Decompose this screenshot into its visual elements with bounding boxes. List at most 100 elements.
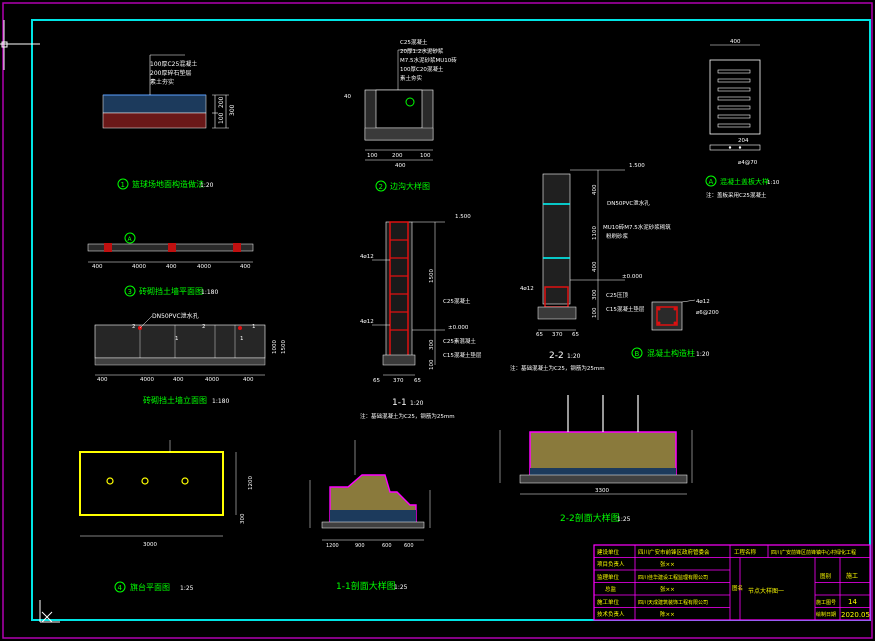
- v8-title: 混凝土盖板大样: [720, 177, 769, 186]
- v5-title: 旗台平面图: [130, 582, 170, 592]
- view-11-section-detail-2-2: 3300 2-2剖面大样图 1:25: [499, 395, 693, 524]
- v1-dim-2: 300: [229, 104, 236, 116]
- v3-dim-3: 4000: [197, 264, 211, 270]
- tb-row0-project-value: 四川广安前锋区前锋镇中心村绿化工程: [771, 549, 856, 556]
- tb-row0-value: 四川广安市前锋区政府管委会: [638, 548, 710, 556]
- v9-letter-circle: [631, 347, 643, 359]
- v5-scale: 1:25: [180, 585, 194, 592]
- view-8-cover-plate: 400 204 ⌀4@70 A 混凝土盖板大样 1:10 注：盖板采用C25混凝…: [705, 39, 780, 199]
- view-3-wall-plan: A 400 4000 400 4000 400 3 砖砌挡土墙平面图 1:180: [87, 232, 254, 297]
- v10-scale: 1:25: [394, 584, 408, 591]
- v1-scale: 1:20: [200, 182, 214, 189]
- view-4-wall-elevation: DN50PVC泄水孔 2 1 2 1 1 400 4000 400 4000 4…: [94, 312, 287, 405]
- tb-sheet-no-value: 施工: [846, 572, 858, 580]
- v5-width: 3000: [143, 542, 157, 548]
- view-10-section-detail-1-1: 1200 900 600 600 1-1剖面大样图 1:25: [309, 440, 431, 592]
- v4-height: 1000: [272, 340, 278, 354]
- v7-scale: 1:20: [567, 353, 581, 360]
- v9-scale: 1:20: [696, 351, 710, 358]
- v4-marker-3: 1: [240, 336, 244, 342]
- v6-label-0: C25混凝土: [443, 297, 471, 305]
- v8-side: 204: [738, 138, 749, 144]
- v3-title: 砖砌挡土墙平面图: [139, 286, 203, 296]
- v4-scale: 1:180: [212, 398, 229, 405]
- v11-scale: 1:25: [617, 516, 631, 523]
- drawing-frame: [31, 19, 871, 621]
- v7-dim-1: 1100: [592, 226, 598, 240]
- v4-dim-4: 400: [243, 377, 254, 383]
- v7-label-4: 粉刷砂浆: [606, 232, 629, 240]
- v2-dim-3: 400: [395, 163, 406, 169]
- v5-number: 4: [118, 584, 123, 592]
- tb-row4-label: 施工单位: [597, 598, 620, 606]
- tb-sheet-no-label: 图别: [820, 572, 831, 580]
- v3-number: 3: [128, 288, 132, 296]
- v6-dim-0: 1500: [429, 269, 435, 283]
- v6-base-0: 65: [373, 378, 380, 384]
- v3-dim-2: 400: [166, 264, 177, 270]
- view-5-flag-platform-plan: 3000 1200 300 4 旗台平面图 1:25: [79, 440, 254, 593]
- v6-dim-1: 300: [429, 339, 435, 350]
- tb-row0-label: 建设单位: [597, 548, 620, 556]
- v6-elev-top: 1.500: [455, 214, 471, 220]
- v4-marker-0: 2: [132, 324, 136, 330]
- v6-rebar-0: 4⌀12: [360, 254, 374, 260]
- v4-marker-1: 1: [175, 336, 179, 342]
- v1-dim-1: 100: [218, 112, 225, 124]
- v7-base-0: 65: [536, 332, 543, 338]
- v2-side: 40: [344, 94, 351, 100]
- v7-label-0: DN50PVC泄水孔: [607, 199, 650, 207]
- v2-layer-2: M7.5水泥砂浆MU10砖: [400, 56, 457, 64]
- v4-height2: 1500: [281, 340, 287, 354]
- v2-layer-4: 素土夯实: [400, 74, 423, 82]
- v2-dim-1: 200: [392, 153, 403, 159]
- v10-dim-3: 600: [404, 543, 414, 549]
- v7-dim-0: 400: [592, 184, 598, 195]
- v3-scale: 1:180: [201, 289, 218, 296]
- tb-row2-label: 监理单位: [597, 573, 620, 581]
- tb-row4-value: 四川天成建筑装饰工程有限公司: [638, 599, 708, 606]
- v2-layer-1: 20厚1:2水泥砂浆: [400, 47, 444, 55]
- view-1-pavement-section: 100厚C25混凝土 200厚碎石垫层 素土夯实 200 100 300 1 篮…: [102, 54, 236, 190]
- view-9-column: 4⌀12 ⌀6@200 B 混凝土构造柱 1:20: [631, 299, 719, 359]
- tb-row1-label: 项目负责人: [597, 560, 625, 568]
- v3-dim-4: 400: [240, 264, 251, 270]
- v1-dim-0: 200: [218, 96, 225, 108]
- v1-layer-2: 素土夯实: [150, 78, 174, 86]
- v3-number-circle: [124, 285, 136, 297]
- v10-title: 1-1剖面大样图: [336, 580, 396, 592]
- v7-dim-2: 400: [592, 261, 598, 272]
- tb-sheet-label: 图名: [732, 584, 743, 592]
- v1-title: 篮球场地面构造做法: [132, 179, 204, 189]
- title-block: 建设单位 四川广安市前锋区政府管委会 工程名称 四川广安前锋区前锋镇中心村绿化工…: [593, 544, 871, 621]
- tb-row5-label: 技术负责人: [597, 610, 625, 618]
- v6-note: 注：基础混凝土为C25，钢筋为25mm: [360, 412, 455, 420]
- view-6-section-1-1: 1.500 ±0.000 4⌀12 4⌀12 C25混凝土 C25素混凝土 C1…: [360, 214, 482, 420]
- tb-row3-label: 总监: [605, 585, 617, 593]
- v7-elev-mid: ±0.000: [622, 274, 643, 280]
- v3-dim-1: 4000: [132, 264, 146, 270]
- v9-letter: B: [635, 350, 640, 358]
- v2-dim-2: 100: [420, 153, 431, 159]
- tb-date-label: 绘制日期: [816, 611, 836, 618]
- v5-side: 300: [240, 513, 246, 524]
- v4-marker-4: 1: [252, 324, 256, 330]
- v2-number: 2: [379, 183, 383, 191]
- v1-number: 1: [121, 181, 125, 189]
- v6-label-2: C15混凝土垫层: [443, 351, 482, 359]
- v8-rebar: ⌀4@70: [738, 160, 758, 166]
- v10-dim-2: 600: [382, 543, 392, 549]
- v7-base-1: 370: [552, 332, 563, 338]
- v6-label-1: C25素混凝土: [443, 337, 476, 345]
- v11-dim-0: 3300: [595, 488, 609, 494]
- view-7-section-2-2: 1.500 ±0.000 DN50PVC泄水孔 MU10砖M7.5水泥砂浆砌筑 …: [510, 163, 671, 372]
- v7-title: 2-2: [549, 351, 564, 361]
- v7-rebar-0: 4⌀12: [520, 286, 534, 292]
- tb-row3-value: 张××: [660, 585, 675, 593]
- v9-rebar-0: 4⌀12: [696, 299, 710, 305]
- v8-letter: A: [709, 178, 714, 186]
- tb-date-value: 2020.05: [841, 611, 870, 619]
- tb-page-value: 14: [848, 598, 857, 606]
